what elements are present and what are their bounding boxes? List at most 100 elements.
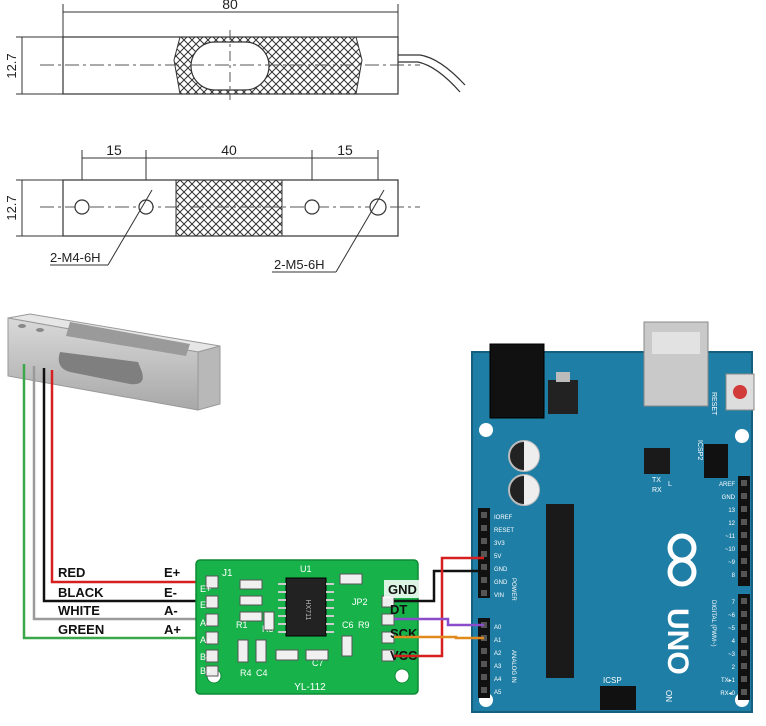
pin-gnd-1: GND <box>494 567 508 573</box>
hx711-module: E+ E- A- A+ B- B+ J1 R1 R3 R4 C4 C6 C7 R… <box>195 559 419 695</box>
icsp2-header <box>704 444 728 478</box>
pin-5v: 5V <box>494 554 501 560</box>
output-label-gnd: GND <box>388 582 417 597</box>
atmega-chip <box>546 504 574 678</box>
mount-hole-right <box>394 668 410 684</box>
pin-6: ~6 <box>728 613 736 619</box>
ref-jp2: JP2 <box>352 597 368 607</box>
wire-label-red: RED <box>58 565 85 580</box>
callout-leader-right <box>335 189 385 273</box>
top-view-cable <box>398 54 466 86</box>
pin-a1: A1 <box>494 638 502 644</box>
hx711-chip <box>285 577 327 637</box>
chip-label: HX711 <box>304 600 311 621</box>
pin-11: ~11 <box>725 534 735 540</box>
power-label: POWER <box>510 578 516 601</box>
pin-3: ~3 <box>728 652 736 658</box>
dim-right-label: 15 <box>337 142 353 158</box>
side-view-hatched-zone <box>175 179 283 237</box>
pin-a5: A5 <box>494 690 502 696</box>
hole-1 <box>74 199 90 215</box>
output-label-sck: SCK <box>390 626 418 641</box>
analog-header <box>478 618 490 698</box>
pin-gnd-d: GND <box>722 495 736 501</box>
pin-a2: A2 <box>494 651 502 657</box>
pin-5: ~5 <box>728 626 736 632</box>
input-label-a-plus: A+ <box>164 622 181 637</box>
digital-header-bottom <box>738 594 750 700</box>
icsp-label: ICSP <box>603 676 622 685</box>
pin-10: ~10 <box>725 547 736 553</box>
wire-white <box>32 366 212 621</box>
input-label-a-minus: A- <box>164 603 178 618</box>
wire-label-green: GREEN <box>58 622 104 637</box>
pin-1-tx: TX▸1 <box>721 678 736 684</box>
ref-r1: R1 <box>236 620 248 630</box>
ref-j1: J1 <box>222 568 233 579</box>
hx711-model-label: YL-112 <box>294 682 326 693</box>
pin-a4: A4 <box>494 677 502 683</box>
pin-reset: RESET <box>494 528 514 534</box>
hole-callout-right: 2-M5-6H <box>274 257 325 272</box>
pin-gnd-2: GND <box>494 580 508 586</box>
top-view-drawing: 80 12.7 <box>4 0 466 100</box>
pin-a0: A0 <box>494 625 502 631</box>
ref-r4: R4 <box>240 668 252 678</box>
hole-2 <box>138 199 154 215</box>
usb-chip <box>644 448 670 474</box>
input-label-e-minus: E- <box>164 585 177 600</box>
hx711-pin-e-plus: E+ <box>200 584 211 594</box>
pin-12: 12 <box>728 521 735 527</box>
pin-8: 8 <box>732 573 736 579</box>
callout-leader-left <box>107 189 153 266</box>
wire-black <box>42 368 212 603</box>
ref-c7: C7 <box>312 658 324 668</box>
reset-label: RESET <box>710 392 717 416</box>
pin-9: ~9 <box>728 560 736 566</box>
on-label: ON <box>664 690 673 702</box>
pin-4: 4 <box>732 639 736 645</box>
arduino-infinity-logo <box>667 533 697 587</box>
hx711-pin-b-plus: B+ <box>200 666 211 676</box>
hx711-pin-a-plus: A+ <box>200 635 211 645</box>
load-cell-illustration <box>7 313 221 411</box>
pin-a3: A3 <box>494 664 502 670</box>
voltage-regulator <box>548 380 578 414</box>
hole-4 <box>369 198 387 216</box>
dim-left-label: 15 <box>106 142 122 158</box>
uno-logo-text: UNO <box>661 608 694 675</box>
hx711-arduino-wires <box>394 556 484 658</box>
side-view-height-label: 12.7 <box>4 195 19 220</box>
l-label: L <box>668 481 672 488</box>
wire-label-white: WHITE <box>58 603 100 618</box>
hx711-pin-e-minus: E- <box>200 600 209 610</box>
tx-label: TX <box>652 477 661 484</box>
output-label-dt: DT <box>390 602 407 617</box>
ref-c4: C4 <box>256 668 268 678</box>
side-view-drawing: 15 40 15 2-M4-6H 2-M5-6H 12.7 <box>4 142 420 273</box>
wire-dt <box>394 617 484 627</box>
wire-green <box>22 364 212 640</box>
rx-label: RX <box>652 487 662 494</box>
hx711-pin-a-minus: A- <box>200 618 209 628</box>
wire-label-black: BLACK <box>58 585 104 600</box>
digital-header-top <box>738 476 750 586</box>
pin-7: 7 <box>732 600 736 606</box>
ref-r9: R9 <box>358 620 370 630</box>
pin-13: 13 <box>728 508 735 514</box>
icsp2-label: ICSP2 <box>696 440 703 460</box>
wire-vcc <box>394 556 484 658</box>
digital-label: DIGITAL (PWM~) <box>710 600 716 647</box>
wire-gnd <box>394 569 484 603</box>
analog-label: ANALOG IN <box>510 650 516 683</box>
ref-u1: U1 <box>300 564 312 574</box>
reset-button <box>725 373 755 411</box>
input-label-e-plus: E+ <box>164 565 181 580</box>
pin-2: 2 <box>732 665 736 671</box>
ref-c6: C6 <box>342 620 354 630</box>
pin-ioref: IOREF <box>494 515 513 521</box>
arduino-mount-hole-1 <box>479 423 493 437</box>
hx711-output-labels: GND DT SCK VCC <box>384 580 424 663</box>
pin-aref: AREF <box>719 482 735 488</box>
